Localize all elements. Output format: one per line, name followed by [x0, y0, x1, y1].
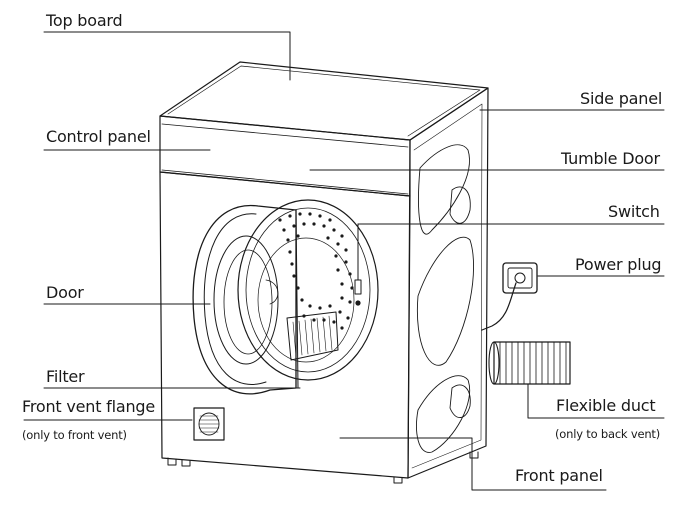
- switch-shape: [354, 279, 362, 306]
- leader-lines: [23, 31, 665, 491]
- door-label: Door: [46, 283, 84, 302]
- side-panel-label: Side panel: [580, 89, 663, 108]
- front-vent-flange-label: Front vent flange: [22, 397, 155, 416]
- power-plug-label: Power plug: [575, 255, 662, 274]
- power-plug-shape: [481, 262, 538, 331]
- front-panel-label: Front panel: [515, 466, 603, 485]
- tumble-door-shape: [237, 199, 379, 381]
- control-panel-label: Control panel: [46, 127, 151, 146]
- filter-label: Filter: [46, 367, 85, 386]
- flexible-duct-shape: [488, 341, 571, 385]
- front-vent-note: (only to front vent): [22, 428, 127, 442]
- back-vent-note: (only to back vent): [555, 427, 661, 441]
- top-board-label: Top board: [46, 11, 123, 30]
- filter-shape: [286, 311, 339, 361]
- front-vent-flange-shape: [193, 407, 225, 441]
- switch-label: Switch: [608, 202, 660, 221]
- flexible-duct-label: Flexible duct: [556, 396, 656, 415]
- side-panel-shape: [407, 87, 489, 479]
- door-shape: [192, 204, 299, 395]
- cabinet: [159, 61, 489, 484]
- tumble-door-label: Tumble Door: [561, 149, 660, 168]
